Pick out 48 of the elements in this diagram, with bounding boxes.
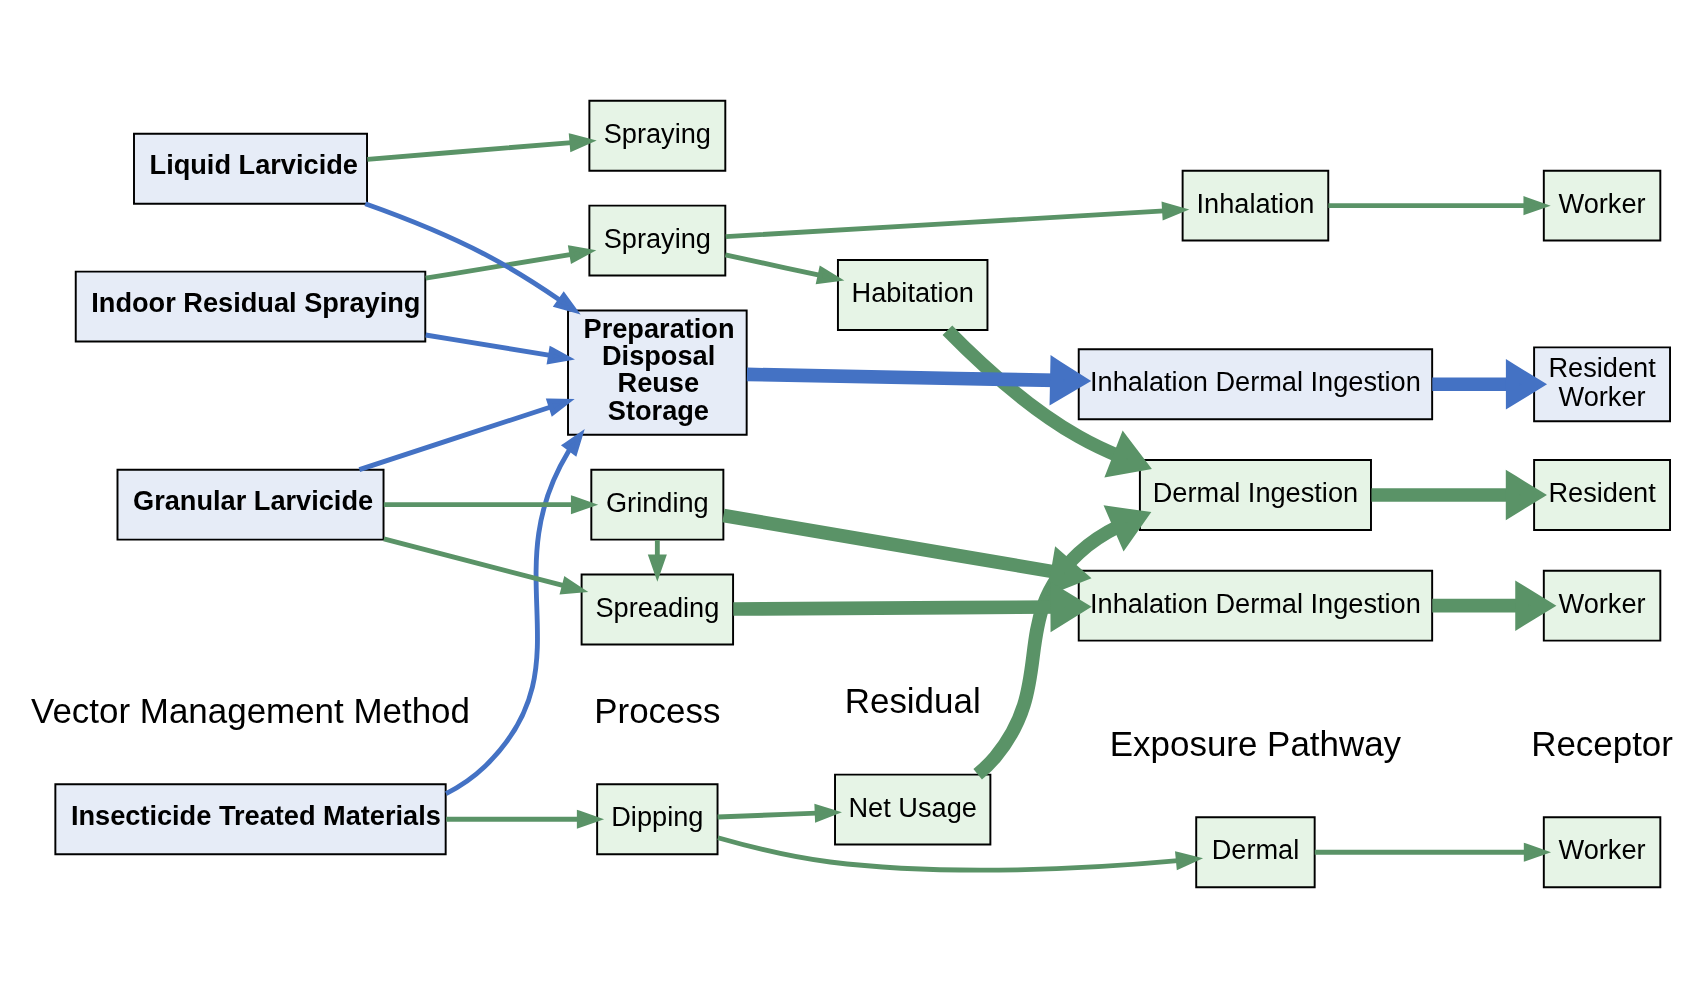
node-box: Inhalation — [1181, 169, 1330, 242]
arrow — [1432, 358, 1548, 409]
node-box: Indoor Residual Spraying — [74, 270, 427, 343]
label: Vector Management Method — [31, 690, 470, 730]
arrow — [717, 803, 842, 823]
node-box: Worker — [1542, 569, 1662, 642]
node-box: Liquid Larvicide — [133, 132, 368, 205]
node-box: Resident Worker — [1533, 345, 1671, 422]
node-box: Preparation Disposal Reuse Storage — [567, 309, 748, 436]
node-box: Dermal — [1195, 815, 1316, 888]
node-box: Spraying — [588, 99, 727, 172]
arrow — [383, 494, 599, 514]
label: Residual — [844, 680, 981, 720]
node-box: Spraying — [588, 204, 727, 276]
node-box: Worker — [1542, 815, 1662, 888]
label: Receptor — [1531, 723, 1673, 763]
node-box: Inhalation Dermal Ingestion — [1077, 347, 1434, 420]
arrow — [358, 398, 575, 472]
arrow — [746, 354, 1092, 405]
arrow — [973, 504, 1152, 779]
node-box: Granular Larvicide — [116, 468, 385, 541]
node-box: Habitation — [836, 258, 989, 331]
arrow — [425, 244, 597, 281]
node-box: Net Usage — [834, 773, 992, 845]
node-box: Dermal Ingestion — [1138, 458, 1372, 531]
arrow — [364, 201, 581, 315]
node-box: Dipping — [596, 782, 719, 855]
arrow — [1432, 579, 1557, 631]
node-box: Insecticide Treated Materials — [54, 782, 447, 855]
arrow — [1314, 842, 1552, 862]
arrow — [425, 332, 575, 364]
arrow — [1371, 469, 1547, 520]
arrow — [367, 132, 597, 162]
label: Process — [594, 690, 721, 730]
node-box: Resident — [1533, 458, 1671, 531]
arrow — [383, 536, 589, 594]
arrow — [1328, 195, 1551, 215]
arrow — [724, 252, 845, 284]
arrow — [446, 809, 605, 829]
label: Exposure Pathway — [1109, 723, 1402, 763]
node-box: Worker — [1542, 169, 1662, 242]
node-box: Grinding — [590, 468, 725, 541]
node-box: Spreading — [580, 573, 735, 645]
arrow — [942, 325, 1152, 478]
arrow — [717, 834, 1204, 873]
node-box: Inhalation Dermal Ingestion — [1077, 569, 1434, 642]
arrow — [445, 428, 585, 796]
arrow — [725, 201, 1190, 239]
